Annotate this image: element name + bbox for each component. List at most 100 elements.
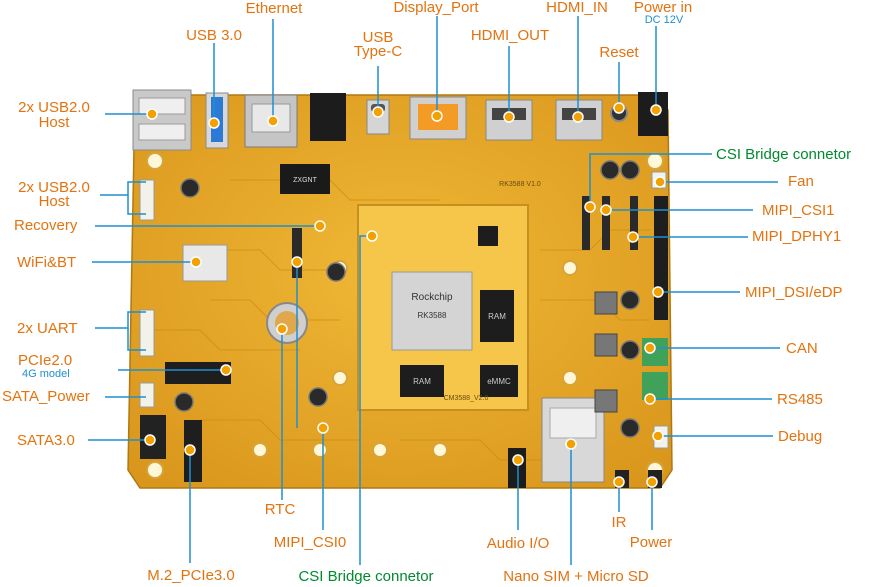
- chip-model-text: RK3588: [418, 311, 447, 320]
- callout-marker: [654, 176, 666, 188]
- board-component: [594, 389, 618, 413]
- emmc-text: eMMC: [487, 377, 511, 386]
- ram-chip-2: [400, 365, 444, 397]
- callout-marker: [646, 476, 658, 488]
- callout-marker: [372, 106, 384, 118]
- label-sata-power: SATA_Power: [2, 388, 90, 405]
- label-m2-pcie3: M.2_PCIe3.0: [147, 567, 235, 584]
- board-component: [620, 160, 640, 180]
- board-component: [620, 340, 640, 360]
- callout-marker: [572, 111, 584, 123]
- label-csi-bridge-bottom: CSI Bridge connetor: [298, 568, 434, 585]
- board-component: [312, 442, 328, 458]
- label-sata3: SATA3.0: [17, 432, 75, 449]
- board-component: [549, 407, 597, 439]
- label-mipi-dsi-edp: MIPI_DSI/eDP: [745, 284, 843, 301]
- board-component: [308, 387, 328, 407]
- callout-marker: [644, 342, 656, 354]
- label-usb3: USB 3.0: [186, 27, 242, 44]
- board-component: [372, 442, 388, 458]
- callout-marker: [644, 393, 656, 405]
- leader-line: [127, 195, 146, 215]
- emmc-chip: [480, 365, 518, 397]
- board-component: [432, 442, 448, 458]
- board-component: [332, 370, 348, 386]
- label-wifi-bt: WiFi&BT: [17, 254, 77, 271]
- board-component: [600, 160, 620, 180]
- label-rtc: RTC: [264, 501, 296, 518]
- callout-marker: [184, 444, 196, 456]
- uart-header: [139, 309, 155, 357]
- label-audio-io: Audio I/O: [486, 535, 550, 552]
- eth-chip-text: ZXGNT: [293, 177, 317, 184]
- usb2-header: [139, 179, 155, 221]
- label-power: Power: [629, 534, 673, 551]
- label-ethernet: Ethernet: [245, 0, 303, 17]
- board-component: [138, 123, 186, 141]
- csi-bridge-right-connector: [582, 196, 590, 250]
- label-reset: Reset: [599, 44, 639, 61]
- ram1-text: RAM: [488, 312, 506, 321]
- sata-power-header: [139, 382, 155, 408]
- callout-marker: [190, 256, 202, 268]
- callout-marker: [652, 286, 664, 298]
- board-component: [174, 392, 194, 412]
- eth-chip: [280, 164, 330, 194]
- label-ir: IR: [611, 514, 627, 531]
- mipi-csi1-connector: [602, 196, 610, 250]
- label-fan: Fan: [788, 173, 814, 190]
- leader-line: [95, 311, 146, 329]
- label-dc-12v: DC 12V: [644, 14, 684, 26]
- label-usb2-host-b-1: 2x USB2.0: [18, 179, 90, 196]
- chip-vendor-text: Rockchip: [411, 292, 453, 303]
- label-usb2-host-b-2: Host: [38, 193, 70, 210]
- label-uart: 2x UART: [17, 320, 78, 337]
- leader-line: [127, 328, 146, 351]
- label-debug: Debug: [778, 428, 823, 445]
- callout-marker: [627, 231, 639, 243]
- board-component: [594, 333, 618, 357]
- callout-marker: [208, 117, 220, 129]
- label-power-in: Power in: [633, 0, 693, 16]
- label-can: CAN: [786, 340, 818, 357]
- callout-marker: [267, 115, 279, 127]
- callout-marker: [613, 476, 625, 488]
- callout-marker: [220, 364, 232, 376]
- callout-marker: [146, 108, 158, 120]
- label-usb-typec-1: USB: [362, 29, 394, 46]
- label-rs485: RS485: [777, 391, 823, 408]
- leader-line: [100, 181, 146, 196]
- audio-jack: [508, 448, 526, 488]
- callout-marker: [652, 430, 664, 442]
- label-display-port: Display_Port: [393, 0, 479, 16]
- label-usb-typec-2: Type-C: [353, 43, 403, 60]
- callout-marker: [144, 434, 156, 446]
- board-component: [180, 178, 200, 198]
- label-pcie2: PCIe2.0: [18, 352, 73, 369]
- board-component: [252, 442, 268, 458]
- callout-marker: [512, 454, 524, 466]
- callout-marker: [431, 110, 443, 122]
- board-component: [478, 226, 498, 246]
- label-nano-sim: Nano SIM + Micro SD: [503, 568, 649, 585]
- board-component: [138, 97, 186, 115]
- callout-marker: [584, 201, 596, 213]
- callout-marker: [600, 204, 612, 216]
- callout-marker: [291, 256, 303, 268]
- board-component: [251, 103, 291, 133]
- som-label-text: CM3588_V2.0: [444, 395, 489, 402]
- board-component: [646, 152, 664, 170]
- inductors: [594, 291, 618, 413]
- board-component: [146, 461, 164, 479]
- label-hdmi-in: HDMI_IN: [546, 0, 608, 16]
- board-component: [562, 370, 578, 386]
- board-silk-title: RK3588 V1.0: [499, 181, 541, 188]
- callout-marker: [317, 422, 329, 434]
- callout-marker: [366, 230, 378, 242]
- callout-marker: [650, 104, 662, 116]
- soc-chip: [391, 271, 473, 351]
- label-mipi-csi0: MIPI_CSI0: [273, 534, 347, 551]
- wifi-module: [182, 244, 228, 282]
- board-component: [620, 290, 640, 310]
- callout-marker: [314, 220, 326, 232]
